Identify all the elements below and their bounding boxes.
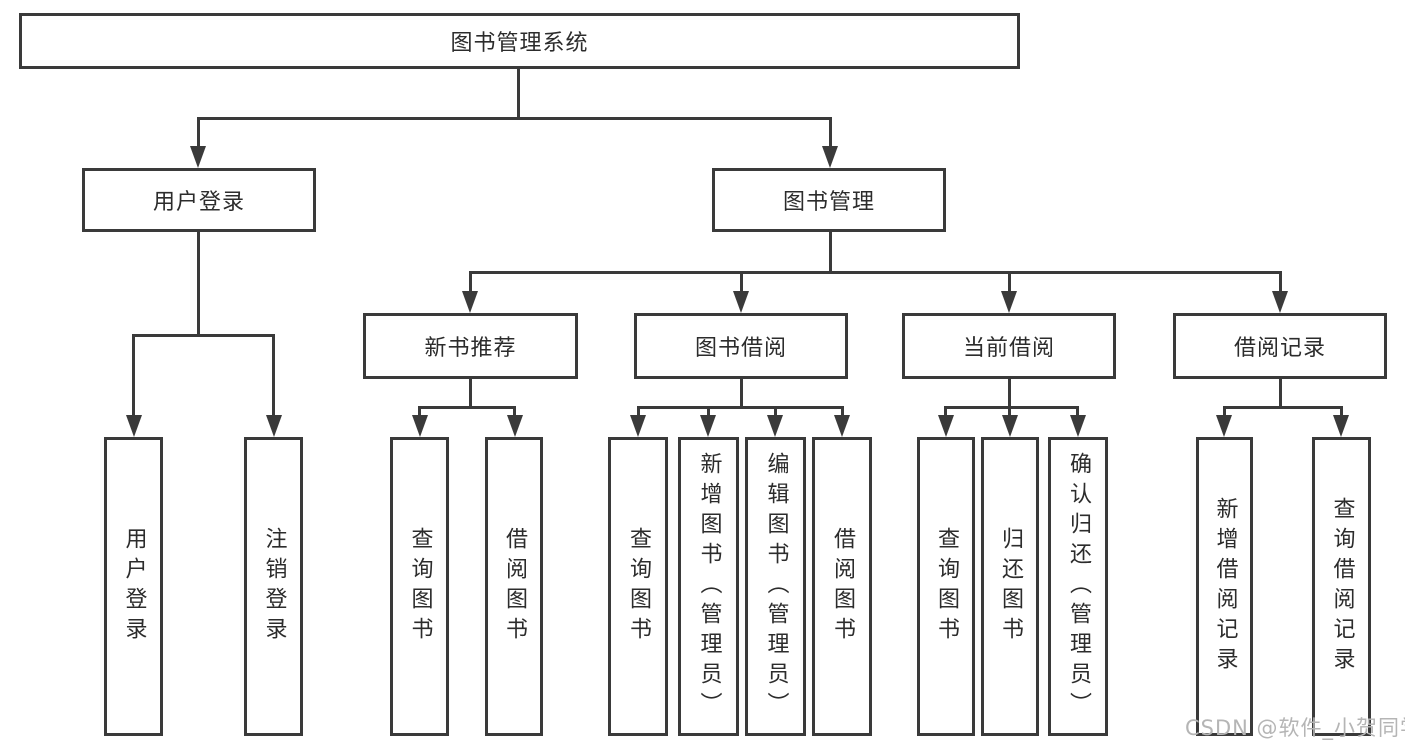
- connector-line: [1223, 406, 1343, 409]
- node-user-login: 用户登录: [82, 168, 316, 232]
- arrow-down-icon: [1001, 291, 1017, 313]
- arrow-down-icon: [1216, 415, 1232, 437]
- connector-line: [707, 406, 710, 417]
- leaf-query-books-borrowing: 查询图书: [608, 437, 668, 736]
- arrow-down-icon: [700, 415, 716, 437]
- leaf-label: 确认归还（管理员）: [1066, 451, 1091, 722]
- connector-line: [1008, 406, 1011, 417]
- arrow-down-icon: [938, 415, 954, 437]
- node-library-system: 图书管理系统: [19, 13, 1020, 69]
- connector-line: [841, 406, 844, 417]
- arrow-down-icon: [1002, 415, 1018, 437]
- connector-line: [272, 334, 275, 417]
- leaf-borrow-books-recommend: 借阅图书: [485, 437, 543, 736]
- arrow-down-icon: [822, 146, 838, 168]
- leaf-add-borrow-record: 新增借阅记录: [1196, 437, 1253, 736]
- connector-line: [418, 406, 516, 409]
- connector-line: [1340, 406, 1343, 417]
- connector-line: [469, 271, 472, 292]
- connector-line: [1076, 406, 1079, 417]
- arrow-down-icon: [507, 415, 523, 437]
- leaf-edit-books-admin: 编辑图书（管理员）: [745, 437, 806, 736]
- connector-line: [1008, 379, 1011, 409]
- leaf-query-books-recommend: 查询图书: [390, 437, 449, 736]
- connector-line: [637, 406, 640, 417]
- leaf-user-login-label: 用户登录: [121, 526, 147, 647]
- csdn-watermark: CSDN @软件_小贺同学: [1185, 716, 1405, 740]
- leaf-query-books-current: 查询图书: [917, 437, 975, 736]
- connector-line: [197, 117, 832, 120]
- connector-line: [1279, 271, 1282, 292]
- leaf-query-borrow-record: 查询借阅记录: [1312, 437, 1371, 736]
- leaf-label: 查询图书: [407, 526, 433, 647]
- leaf-label: 查询借阅记录: [1329, 496, 1355, 677]
- arrow-down-icon: [834, 415, 850, 437]
- connector-line: [1279, 379, 1282, 409]
- leaf-confirm-return-admin: 确认归还（管理员）: [1048, 437, 1108, 736]
- node-book-borrowing: 图书借阅: [634, 313, 848, 379]
- arrow-down-icon: [733, 291, 749, 313]
- leaf-label: 查询图书: [626, 526, 651, 647]
- connector-line: [197, 232, 200, 336]
- leaf-return-books: 归还图书: [981, 437, 1039, 736]
- arrow-down-icon: [462, 291, 478, 313]
- connector-line: [774, 406, 777, 417]
- leaf-label: 归还图书: [998, 526, 1023, 647]
- connector-line: [740, 379, 743, 409]
- connector-line: [513, 406, 516, 417]
- leaf-logout-label: 注销登录: [261, 526, 287, 647]
- leaf-user-login: 用户登录: [104, 437, 163, 736]
- node-current-borrowing: 当前借阅: [902, 313, 1116, 379]
- connector-line: [944, 406, 1079, 409]
- connector-line: [829, 232, 832, 274]
- arrow-down-icon: [266, 415, 282, 437]
- connector-line: [944, 406, 947, 417]
- node-borrowing-records: 借阅记录: [1173, 313, 1387, 379]
- arrow-down-icon: [190, 146, 206, 168]
- leaf-label: 新增借阅记录: [1212, 496, 1238, 677]
- connector-line: [469, 379, 472, 409]
- arrow-down-icon: [767, 415, 783, 437]
- leaf-label: 新增图书（管理员）: [696, 451, 722, 722]
- leaf-label: 借阅图书: [830, 526, 855, 647]
- arrow-down-icon: [1070, 415, 1086, 437]
- connector-line: [637, 406, 844, 409]
- arrow-down-icon: [630, 415, 646, 437]
- leaf-label: 查询图书: [934, 526, 959, 647]
- arrow-down-icon: [126, 415, 142, 437]
- connector-line: [829, 117, 832, 148]
- leaf-label: 借阅图书: [502, 526, 527, 647]
- connector-line: [132, 334, 275, 337]
- arrow-down-icon: [1333, 415, 1349, 437]
- connector-line: [469, 271, 1282, 274]
- leaf-logout: 注销登录: [244, 437, 303, 736]
- leaf-label: 编辑图书（管理员）: [763, 451, 789, 722]
- leaf-borrow-books-borrowing: 借阅图书: [812, 437, 872, 736]
- connector-line: [740, 271, 743, 292]
- node-book-management: 图书管理: [712, 168, 946, 232]
- connector-line: [1223, 406, 1226, 417]
- leaf-add-books-admin: 新增图书（管理员）: [678, 437, 739, 736]
- arrow-down-icon: [1272, 291, 1288, 313]
- connector-line: [197, 117, 200, 148]
- node-new-book-recommend: 新书推荐: [363, 313, 578, 379]
- connector-line: [1008, 271, 1011, 292]
- connector-line: [517, 67, 520, 119]
- connector-line: [418, 406, 421, 417]
- arrow-down-icon: [412, 415, 428, 437]
- connector-line: [132, 334, 135, 417]
